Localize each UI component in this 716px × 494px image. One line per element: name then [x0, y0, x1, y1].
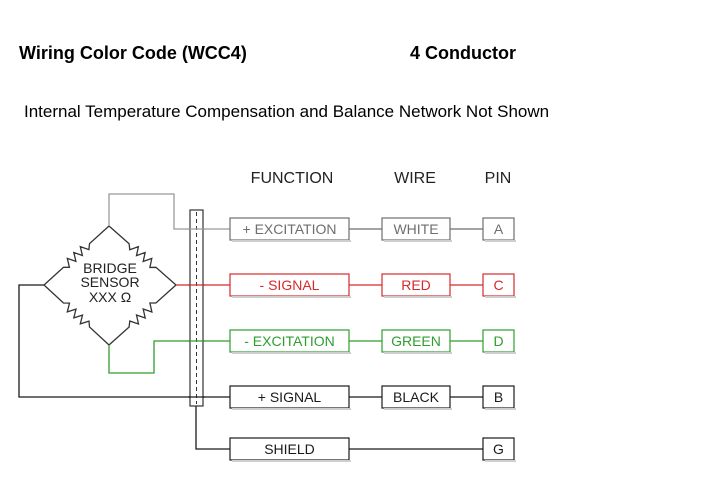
wiring-row: SHIELD G: [229, 437, 516, 462]
diagram-subtitle: Internal Temperature Compensation and Ba…: [24, 102, 550, 121]
wire-label: GREEN: [391, 333, 441, 349]
wiring-row: - SIGNAL RED C: [229, 273, 516, 298]
wire-green: [108, 340, 230, 374]
pin-label: G: [493, 441, 504, 457]
pin-label: C: [493, 277, 503, 293]
wiring-row: + SIGNAL BLACK B: [229, 385, 516, 410]
pin-label: D: [493, 333, 503, 349]
wire-shield: [195, 405, 230, 450]
pin-label: A: [494, 221, 504, 237]
conductor-count: 4 Conductor: [410, 43, 516, 63]
wiring-table: + EXCITATION WHITE A - SIGNAL RED C - EXCITATI…: [229, 217, 516, 462]
function-label: - SIGNAL: [260, 277, 320, 293]
wiring-row: + EXCITATION WHITE A: [229, 217, 516, 242]
function-label: + SIGNAL: [258, 389, 322, 405]
function-label: + EXCITATION: [243, 221, 337, 237]
bridge-label-line3: XXX Ω: [89, 289, 131, 305]
wire-label: RED: [401, 277, 431, 293]
wire-label: BLACK: [393, 389, 440, 405]
bridge-sensor: BRIDGE SENSOR XXX Ω: [43, 225, 177, 346]
function-label: - EXCITATION: [244, 333, 334, 349]
bridge-label-line1: BRIDGE: [83, 260, 137, 276]
cable-shield: [189, 209, 204, 407]
bridge-label-line2: SENSOR: [80, 274, 139, 290]
wire-label: WHITE: [393, 221, 438, 237]
header-pin: PIN: [485, 170, 512, 187]
header-wire: WIRE: [394, 170, 436, 187]
pin-label: B: [494, 389, 503, 405]
wire-white: [108, 193, 230, 230]
header-function: FUNCTION: [251, 170, 334, 187]
diagram-title: Wiring Color Code (WCC4): [19, 43, 247, 63]
wiring-row: - EXCITATION GREEN D: [229, 329, 516, 354]
wire-black: [18, 284, 230, 398]
function-label: SHIELD: [264, 441, 315, 457]
